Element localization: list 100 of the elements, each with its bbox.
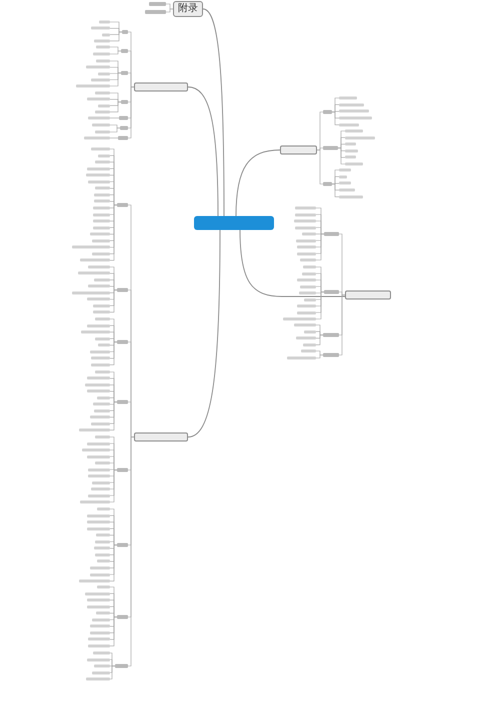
connector-line	[110, 541, 118, 546]
placeholder-bar	[323, 146, 338, 150]
placeholder-bar	[324, 232, 339, 236]
placeholder-bar	[87, 98, 110, 101]
placeholder-bar	[84, 136, 110, 140]
placeholder-bar	[91, 488, 110, 490]
placeholder-bar	[94, 664, 110, 668]
connector-line	[110, 544, 118, 582]
placeholder-bar	[93, 310, 110, 314]
placeholder-bar	[91, 356, 110, 360]
placeholder-bar	[300, 285, 316, 288]
placeholder-bar	[97, 508, 110, 510]
placeholder-bar	[283, 318, 316, 320]
placeholder-bar	[119, 116, 128, 120]
placeholder-bar	[345, 130, 363, 132]
placeholder-bar	[91, 363, 110, 366]
placeholder-bar	[95, 553, 110, 556]
placeholder-bar	[92, 124, 110, 126]
placeholder-bar	[97, 396, 110, 400]
placeholder-bar	[82, 448, 110, 452]
placeholder-bar	[92, 481, 110, 484]
connector-line	[338, 294, 346, 356]
connector-line	[110, 66, 122, 74]
placeholder-bar	[96, 60, 110, 62]
placeholder-bar	[87, 598, 110, 602]
placeholder-bar	[72, 246, 110, 249]
placeholder-bar	[86, 66, 110, 69]
connector-line	[338, 292, 346, 296]
connector-line	[316, 112, 324, 150]
placeholder-bar	[91, 26, 110, 30]
placeholder-bar	[98, 104, 110, 108]
placeholder-bar	[93, 206, 110, 210]
placeholder-bar	[85, 383, 110, 386]
placeholder-bar	[93, 652, 110, 654]
placeholder-bar	[339, 168, 351, 172]
placeholder-bar	[97, 586, 110, 588]
placeholder-bar	[297, 304, 316, 308]
placeholder-bar	[339, 182, 351, 185]
connector-line	[110, 128, 120, 132]
connector-line	[338, 144, 346, 148]
placeholder-bar	[90, 350, 110, 354]
connector-line	[110, 462, 118, 470]
placeholder-bar	[345, 162, 363, 166]
placeholder-bar	[87, 390, 110, 393]
placeholder-bar	[121, 49, 128, 53]
placeholder-bar	[95, 92, 110, 94]
placeholder-bar	[96, 534, 110, 537]
connector-line	[166, 8, 174, 12]
placeholder-bar	[88, 116, 110, 120]
placeholder-bar	[323, 182, 332, 186]
placeholder-bar	[87, 298, 110, 301]
placeholder-bar	[80, 258, 110, 262]
connector-line	[110, 612, 118, 618]
central-topic	[194, 216, 274, 230]
placeholder-bar	[96, 612, 110, 615]
placeholder-bar	[94, 39, 110, 42]
placeholder-bar	[90, 232, 110, 236]
connector-line	[110, 666, 116, 680]
placeholder-bar	[94, 193, 110, 196]
placeholder-bar	[297, 252, 316, 255]
placeholder-bar	[345, 142, 356, 146]
placeholder-bar	[303, 266, 316, 268]
placeholder-bar	[92, 239, 110, 242]
placeholder-bar	[98, 154, 110, 158]
placeholder-bar	[95, 370, 110, 374]
connector-line	[110, 72, 122, 86]
placeholder-bar	[85, 592, 110, 596]
connector-line	[316, 234, 324, 260]
connector-line	[110, 50, 122, 54]
placeholder-bar	[302, 272, 316, 275]
placeholder-bar	[87, 514, 110, 518]
connector-line	[316, 150, 324, 184]
placeholder-bar	[98, 72, 110, 75]
placeholder-bar	[88, 284, 110, 288]
placeholder-bar	[95, 130, 110, 134]
placeholder-bar	[88, 494, 110, 497]
connector-line	[316, 292, 324, 320]
placeholder-bar	[303, 343, 316, 346]
connector-line	[316, 334, 324, 346]
placeholder-bar	[94, 546, 110, 550]
branch-curve	[240, 230, 346, 297]
connector-line	[110, 286, 118, 290]
placeholder-bar	[323, 110, 332, 114]
connector-line	[128, 86, 134, 138]
placeholder-bar	[294, 324, 316, 326]
placeholder-bar	[120, 126, 128, 130]
placeholder-bar	[324, 290, 339, 294]
topic-box	[280, 146, 317, 154]
placeholder-bar	[96, 46, 110, 48]
placeholder-bar	[295, 213, 316, 216]
placeholder-bar	[92, 671, 110, 674]
placeholder-bar	[345, 156, 356, 159]
placeholder-bar	[87, 455, 110, 458]
placeholder-bar	[95, 436, 110, 438]
placeholder-bar	[302, 232, 316, 236]
placeholder-bar	[97, 560, 110, 563]
placeholder-bar	[94, 409, 110, 412]
connector-line	[332, 184, 340, 198]
branch-curve	[236, 150, 280, 216]
placeholder-bar	[122, 30, 128, 34]
